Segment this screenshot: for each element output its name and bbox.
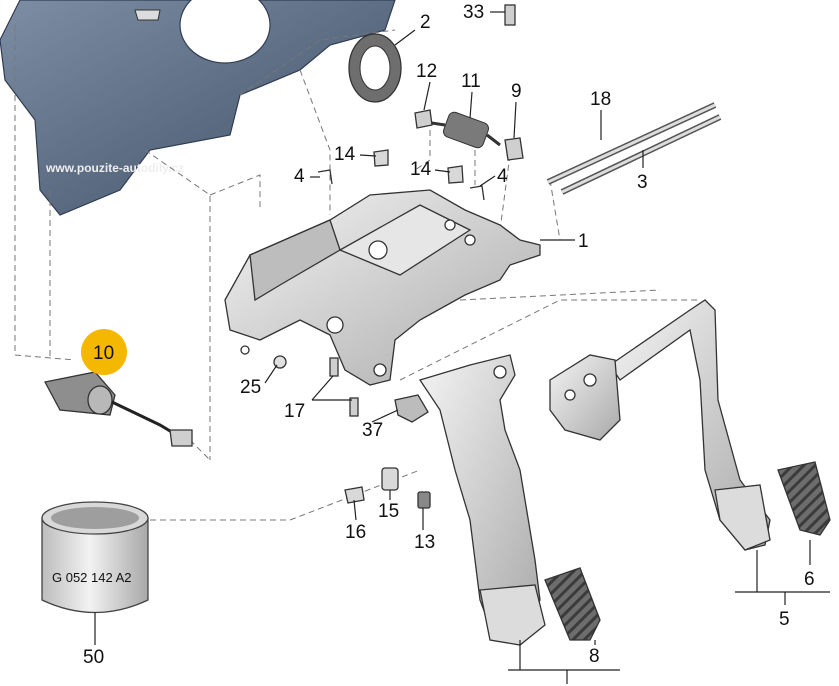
label-1: 1 bbox=[578, 231, 589, 252]
label-5: 5 bbox=[779, 609, 790, 630]
brake-pedal bbox=[418, 354, 546, 646]
label-12: 12 bbox=[416, 61, 437, 82]
grease-can: G 052 142 A2 bbox=[41, 501, 149, 614]
label-4-left: 4 bbox=[294, 166, 305, 187]
clutch-pedal bbox=[609, 299, 771, 551]
pushrod-3 bbox=[560, 114, 722, 195]
switch-37 bbox=[394, 394, 429, 423]
firewall-panel: www.pouzite-autodily.cz bbox=[0, 0, 396, 216]
label-18: 18 bbox=[590, 89, 611, 110]
label-14-lower: 14 bbox=[410, 159, 432, 180]
grommet-seal bbox=[348, 33, 402, 103]
bolt-17-upper bbox=[329, 357, 339, 377]
pushrod-18 bbox=[546, 102, 717, 185]
clutch-pedal-pad bbox=[777, 461, 831, 536]
label-10: 10 bbox=[93, 343, 114, 364]
pedal-bracket bbox=[224, 189, 541, 386]
label-17: 17 bbox=[284, 401, 305, 422]
label-14-upper: 14 bbox=[334, 144, 356, 165]
grease-can-label: G 052 142 A2 bbox=[52, 570, 132, 585]
pivot-bracket bbox=[549, 354, 621, 441]
label-3: 3 bbox=[637, 172, 648, 193]
label-33: 33 bbox=[463, 2, 484, 23]
label-8: 8 bbox=[589, 646, 600, 667]
watermark-text: www.pouzite-autodily.cz bbox=[45, 161, 184, 175]
bolt-33 bbox=[504, 4, 516, 26]
cap-13 bbox=[417, 491, 431, 509]
position-sensor bbox=[44, 371, 193, 447]
leader-lines bbox=[94, 11, 830, 684]
brake-pedal-pad bbox=[544, 567, 601, 641]
label-4-right: 4 bbox=[497, 166, 508, 187]
label-11: 11 bbox=[461, 71, 481, 92]
clip-4-left bbox=[317, 169, 333, 185]
rivet-16 bbox=[344, 486, 365, 504]
clip-14-upper bbox=[373, 149, 389, 167]
label-50: 50 bbox=[83, 647, 104, 668]
label-15: 15 bbox=[378, 501, 399, 522]
part-labels: 33 2 12 11 9 18 3 14 14 4 4 1 10 25 17 3… bbox=[83, 2, 815, 668]
bolt-17-lower bbox=[349, 397, 359, 417]
label-13: 13 bbox=[414, 532, 435, 553]
label-6: 6 bbox=[804, 569, 815, 590]
clip-9 bbox=[504, 137, 524, 161]
highlight-badge bbox=[81, 329, 127, 375]
nut-12 bbox=[414, 109, 433, 129]
assembly-lines bbox=[14, 25, 700, 521]
return-spring bbox=[424, 111, 501, 149]
bushing-15 bbox=[381, 467, 399, 491]
clip-4-right bbox=[469, 185, 485, 201]
label-25: 25 bbox=[240, 377, 261, 398]
clip-14-lower bbox=[447, 165, 464, 184]
label-2: 2 bbox=[420, 12, 431, 33]
label-37: 37 bbox=[362, 420, 383, 441]
label-9: 9 bbox=[511, 81, 522, 102]
label-16: 16 bbox=[345, 522, 366, 543]
